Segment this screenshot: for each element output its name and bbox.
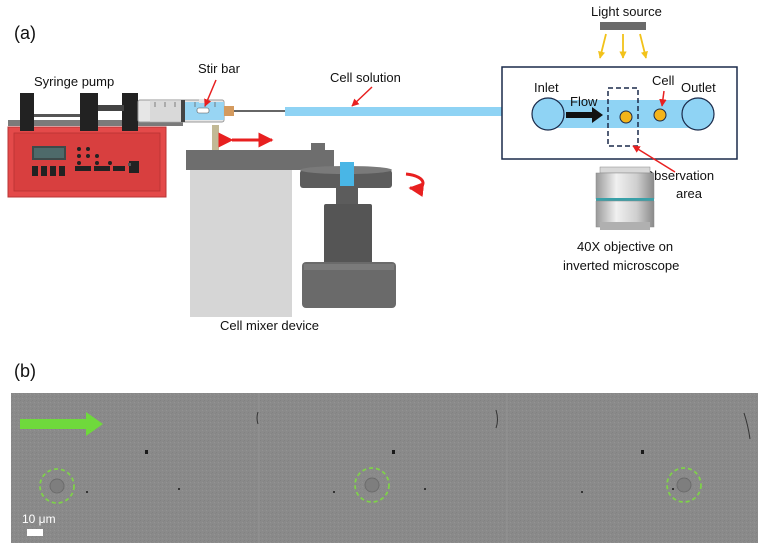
cell-marker-circle: [354, 467, 390, 503]
stir-bar-icon: [196, 107, 210, 114]
cell-solution-label: Cell solution: [330, 70, 401, 85]
observation-pointer: [632, 145, 676, 173]
cell-marker-circle: [39, 468, 75, 504]
micrograph-frame-1: [39, 450, 180, 504]
objective-label-line2: inverted microscope: [563, 258, 679, 273]
rotation-arrow-icon: [405, 172, 425, 197]
microfluidic-chip: [501, 66, 738, 160]
cell-label: Cell: [652, 73, 675, 88]
objective-label-line1: 40X objective on: [577, 239, 673, 254]
cell-icon: [619, 110, 633, 124]
observation-area-label-line1: Observation: [644, 168, 714, 183]
cell-pointer: [659, 90, 667, 107]
inlet-port: [531, 97, 565, 131]
light-ray: [639, 33, 648, 59]
observation-area-box: [607, 87, 639, 147]
inlet-label: Inlet: [534, 80, 559, 95]
cell-image: [364, 477, 380, 493]
outlet-port: [681, 97, 715, 131]
light-source-icon: [600, 22, 646, 30]
light-ray: [598, 33, 607, 59]
cell-image: [49, 478, 65, 494]
flow-direction-arrow-icon: [20, 412, 103, 436]
cell-icon: [653, 108, 667, 122]
observation-area-label-line2: area: [676, 186, 703, 201]
micrograph-frame-2: [333, 409, 498, 503]
cell-marker-circle: [666, 467, 702, 503]
outlet-label: Outlet: [681, 80, 716, 95]
micrograph-frame-3: [256, 411, 751, 503]
stir-bar-pointer: [204, 79, 217, 107]
panel-b-label: (b): [14, 361, 36, 381]
flow-label: Flow: [570, 94, 598, 109]
objective-lens-icon: [595, 166, 655, 230]
light-source-label: Light source: [591, 4, 662, 19]
cell-solution-pointer: [351, 86, 373, 107]
syringe: [137, 99, 285, 123]
tube: [285, 107, 535, 116]
cell-mixer-label: Cell mixer device: [220, 318, 319, 333]
scale-bar: [27, 529, 43, 536]
syringe-pump: [7, 93, 183, 198]
scale-bar-label: 10 μm: [22, 512, 56, 526]
syringe-pump-label: Syringe pump: [34, 74, 114, 89]
cell-image: [676, 477, 692, 493]
micrograph-strip: [11, 393, 758, 543]
cell-mixer-device: [186, 125, 396, 317]
flow-arrow-icon: [566, 107, 603, 123]
panel-a-label: (a): [14, 23, 36, 43]
stir-bar-label: Stir bar: [198, 61, 241, 76]
